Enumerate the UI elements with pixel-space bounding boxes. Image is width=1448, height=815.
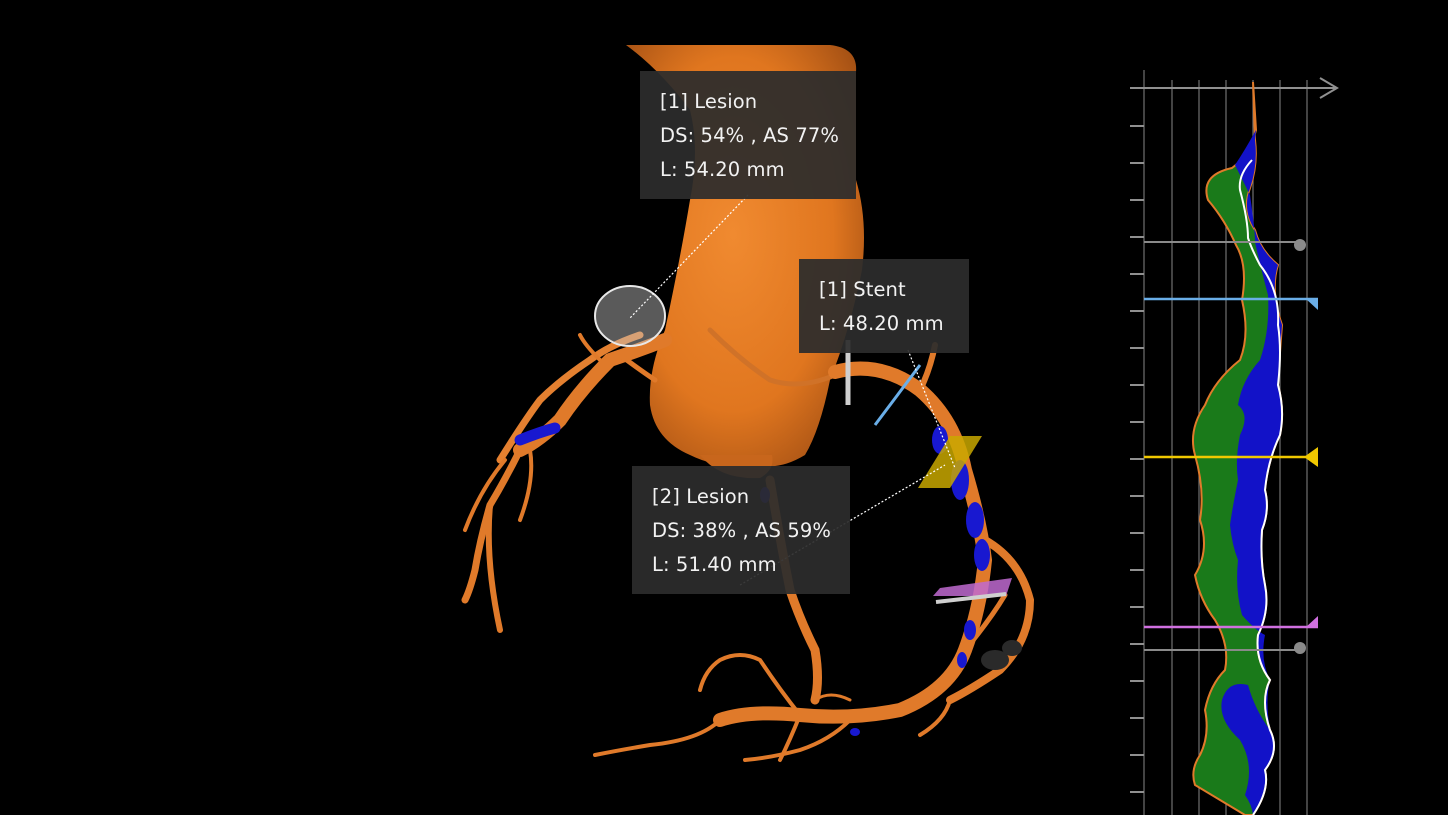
lesion1-label[interactable]: [1] Lesion DS: 54% , AS 77% L: 54.20 mm bbox=[640, 71, 856, 199]
vessel-profile-plot[interactable] bbox=[1120, 70, 1360, 815]
stent1-length: L: 48.20 mm bbox=[819, 312, 944, 335]
profile-marker-distal-reference[interactable] bbox=[1144, 642, 1306, 654]
profile-axis bbox=[1130, 77, 1339, 99]
lesion2-title: [2] Lesion bbox=[652, 485, 750, 508]
lesion1-stenosis: DS: 54% , AS 77% bbox=[660, 124, 839, 147]
stent-end-plane[interactable] bbox=[933, 578, 1012, 596]
lesion2-label[interactable]: [2] Lesion DS: 38% , AS 59% L: 51.40 mm bbox=[632, 466, 850, 594]
calcified-nodules bbox=[981, 640, 1022, 670]
rca-plaque bbox=[514, 422, 561, 446]
plaque-area bbox=[1221, 130, 1283, 815]
profile-marker-lesion[interactable] bbox=[1144, 447, 1318, 467]
lesion2-length: L: 51.40 mm bbox=[652, 553, 777, 576]
lesion2-yellow-plane[interactable] bbox=[918, 436, 982, 488]
lumen-contour bbox=[1238, 159, 1284, 815]
profile-marker-proximal-reference[interactable] bbox=[1144, 239, 1306, 251]
lesion1-length: L: 54.20 mm bbox=[660, 158, 785, 181]
distal-reference-plane[interactable] bbox=[935, 592, 1007, 604]
stent1-title: [1] Stent bbox=[819, 278, 906, 301]
profile-ticks bbox=[1130, 125, 1144, 793]
profile-marker-stent-end[interactable] bbox=[1144, 616, 1318, 629]
profile-marker-stent-start[interactable] bbox=[1144, 297, 1318, 310]
lesion1-title: [1] Lesion bbox=[660, 90, 758, 113]
lesion2-stenosis: DS: 38% , AS 59% bbox=[652, 519, 831, 542]
lesion1-marker[interactable] bbox=[594, 285, 666, 347]
stent-start-plane[interactable] bbox=[873, 364, 922, 426]
stent1-label[interactable]: [1] Stent L: 48.20 mm bbox=[799, 259, 969, 353]
leader-lines bbox=[629, 194, 956, 586]
